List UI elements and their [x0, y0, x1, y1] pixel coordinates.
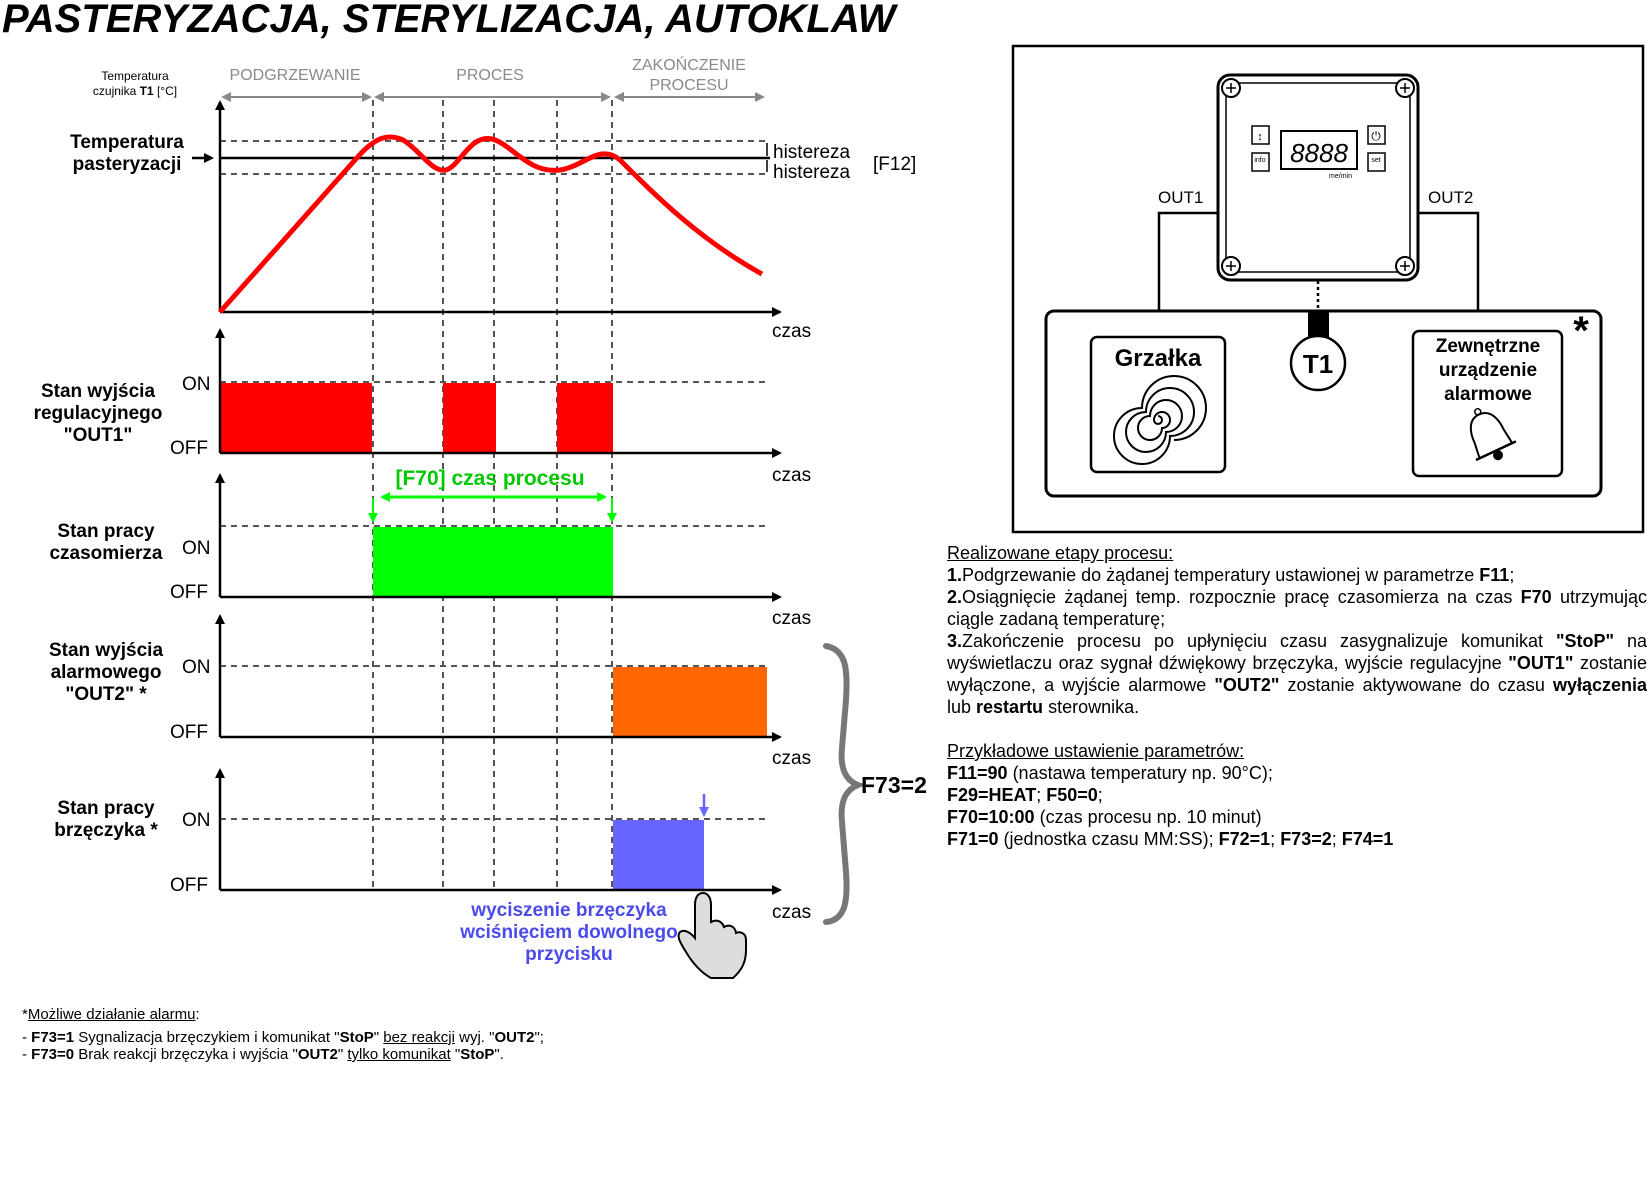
- hysteresis-param-label: [F12]: [873, 154, 916, 175]
- buzzer-note-line3: przycisku: [525, 944, 613, 965]
- alarm-device-label-line1: Zewnętrzne: [1436, 336, 1541, 357]
- buzzer-label-line2: brzęczyka *: [54, 820, 158, 841]
- alarm-device-label-line2: urządzenie: [1439, 360, 1537, 381]
- power-button: [1367, 125, 1386, 145]
- timer-on-bar: [373, 527, 613, 597]
- heater-box: [1089, 335, 1227, 474]
- out2-panel: ON OFF Stan wyjścia alarmowego "OUT2" * …: [49, 614, 811, 769]
- timer-label-line2: czasomierza: [49, 543, 162, 564]
- out2-terminal-label: OUT2: [1428, 188, 1473, 207]
- info-button-label: info: [1254, 157, 1265, 164]
- footnote-line-1: - F73=1 Sygnalizacja brzęczykiem i komun…: [22, 1029, 544, 1046]
- footnote-line-2: - F73=0 Brak reakcji brzęczyka i wyjścia…: [22, 1046, 504, 1063]
- alarm-asterisk: *: [1573, 309, 1589, 353]
- temperature-panel: Temperatura pasteryzacji histereza histe…: [70, 100, 916, 342]
- time-label-3: czas: [772, 608, 811, 629]
- buzzer-off-label: OFF: [170, 875, 208, 896]
- hysteresis-upper-label: histereza: [773, 142, 851, 163]
- sensor-probe: [1308, 310, 1329, 338]
- temperature-label-line2: pasteryzacji: [73, 154, 182, 175]
- timer-on-label: ON: [182, 538, 211, 559]
- timer-label-line1: Stan pracy: [57, 521, 155, 542]
- y-axis-label-line2: czujnika T1 [°C]: [93, 84, 177, 98]
- temperature-curve: [218, 134, 764, 314]
- y-axis-label-line1: Temperatura: [101, 69, 169, 83]
- out2-on-bar: [613, 667, 767, 737]
- process-step-2: 2.Osiągnięcie żądanej temp. rozpocznie p…: [947, 587, 1647, 629]
- out2-label-line3: "OUT2" *: [65, 684, 147, 705]
- process-step-3: 3.Zakończenie procesu po upłynięciu czas…: [947, 631, 1647, 717]
- time-label-5: czas: [772, 902, 811, 923]
- timer-off-label: OFF: [170, 582, 208, 603]
- buzzer-note-line2: wciśnięciem dowolnego: [459, 922, 678, 943]
- phase-heating-label: PODGRZEWANIE: [230, 67, 361, 84]
- out1-on-bar-3: [557, 383, 613, 453]
- hysteresis-lower-label: histereza: [773, 162, 851, 183]
- page-title: PASTERYZACJA, STERYLIZACJA, AUTOKLAW: [2, 0, 899, 41]
- heater-coil-icon: [1113, 375, 1207, 465]
- buzzer-label-line1: Stan pracy: [57, 798, 155, 819]
- example-line-4: F71=0 (jednostka czasu MM:SS); F72=1; F7…: [947, 829, 1394, 849]
- buzzer-note-line1: wyciszenie brzęczyka: [470, 900, 667, 921]
- process-time-label: [F70] czas procesu: [395, 467, 584, 490]
- example-line-3: F70=10:00 (czas procesu np. 10 minut): [947, 807, 1262, 827]
- temperature-label-line1: Temperatura: [70, 132, 184, 153]
- alarm-device-box: [1411, 329, 1564, 478]
- info-button: [1251, 152, 1270, 172]
- phase-end-label-line1: ZAKOŃCZENIE: [632, 55, 746, 74]
- device-diagram: OUT1 OUT2 8888 me/min ↕ info ⏻ set T1 Gr…: [1011, 44, 1645, 534]
- controller-display: [1280, 130, 1358, 170]
- time-label-4: czas: [772, 748, 811, 769]
- out2-label-line1: Stan wyjścia: [49, 640, 163, 661]
- out1-label-line1: Stan wyjścia: [41, 381, 155, 402]
- phase-end-label-line2: PROCESU: [649, 77, 728, 94]
- buzzer-on-bar: [613, 820, 704, 890]
- time-label-2: czas: [772, 465, 811, 486]
- process-steps-heading: Realizowane etapy procesu:: [947, 543, 1174, 563]
- buzzer-on-label: ON: [182, 810, 211, 831]
- display-digits: 8888: [1290, 138, 1348, 168]
- sensor-t1-label: T1: [1303, 349, 1333, 379]
- process-description: Realizowane etapy procesu: 1.Podgrzewani…: [947, 542, 1647, 850]
- up-down-icon: ↕: [1257, 131, 1263, 143]
- sensor-t1-icon: [1289, 334, 1347, 392]
- alarm-footnote: *Możliwe działanie alarmu: - F73=1 Sygna…: [22, 1006, 922, 1063]
- set-button-label: set: [1371, 157, 1380, 164]
- hand-pointer-icon: [677, 891, 747, 979]
- out1-label-line3: "OUT1": [64, 425, 133, 446]
- display-unit: me/min: [1329, 173, 1352, 180]
- phase-process-label: PROCES: [456, 67, 524, 84]
- example-line-2: F29=HEAT; F50=0;: [947, 785, 1103, 805]
- out2-off-label: OFF: [170, 722, 208, 743]
- f73-label: F73=2: [861, 772, 927, 798]
- heater-label: Grzałka: [1115, 345, 1202, 372]
- example-heading: Przykładowe ustawienie parametrów:: [947, 741, 1245, 761]
- out1-panel: ON OFF Stan wyjścia regulacyjnego "OUT1"…: [34, 328, 811, 486]
- out1-on-bar-2: [443, 383, 496, 453]
- example-line-1: F11=90 (nastawa temperatury np. 90°C);: [947, 763, 1273, 783]
- out1-on-label: ON: [182, 374, 211, 395]
- out2-on-label: ON: [182, 657, 211, 678]
- bell-icon: [1469, 407, 1517, 462]
- out2-label-line2: alarmowego: [51, 662, 162, 683]
- device-frame: [1011, 44, 1645, 534]
- up-down-button: [1251, 125, 1270, 145]
- time-label-1: czas: [772, 321, 811, 342]
- set-button: [1367, 152, 1386, 172]
- timer-panel: [F70] czas procesu ON OFF Stan pracy cza…: [49, 467, 811, 629]
- buzzer-panel: ON OFF Stan pracy brzęczyka * czas wycis…: [54, 768, 811, 979]
- power-icon: ⏻: [1371, 129, 1381, 143]
- out1-terminal-label: OUT1: [1158, 188, 1203, 207]
- footnote-heading: *Możliwe działanie alarmu:: [22, 1006, 200, 1023]
- f73-brace: F73=2: [823, 643, 927, 925]
- out1-label-line2: regulacyjnego: [34, 403, 163, 424]
- controller-housing: [1216, 73, 1420, 282]
- process-step-1: 1.Podgrzewanie do żądanej temperatury us…: [947, 565, 1515, 585]
- out1-on-bar-1: [220, 383, 372, 453]
- alarm-device-label-line3: alarmowe: [1444, 384, 1532, 405]
- out1-off-label: OFF: [170, 438, 208, 459]
